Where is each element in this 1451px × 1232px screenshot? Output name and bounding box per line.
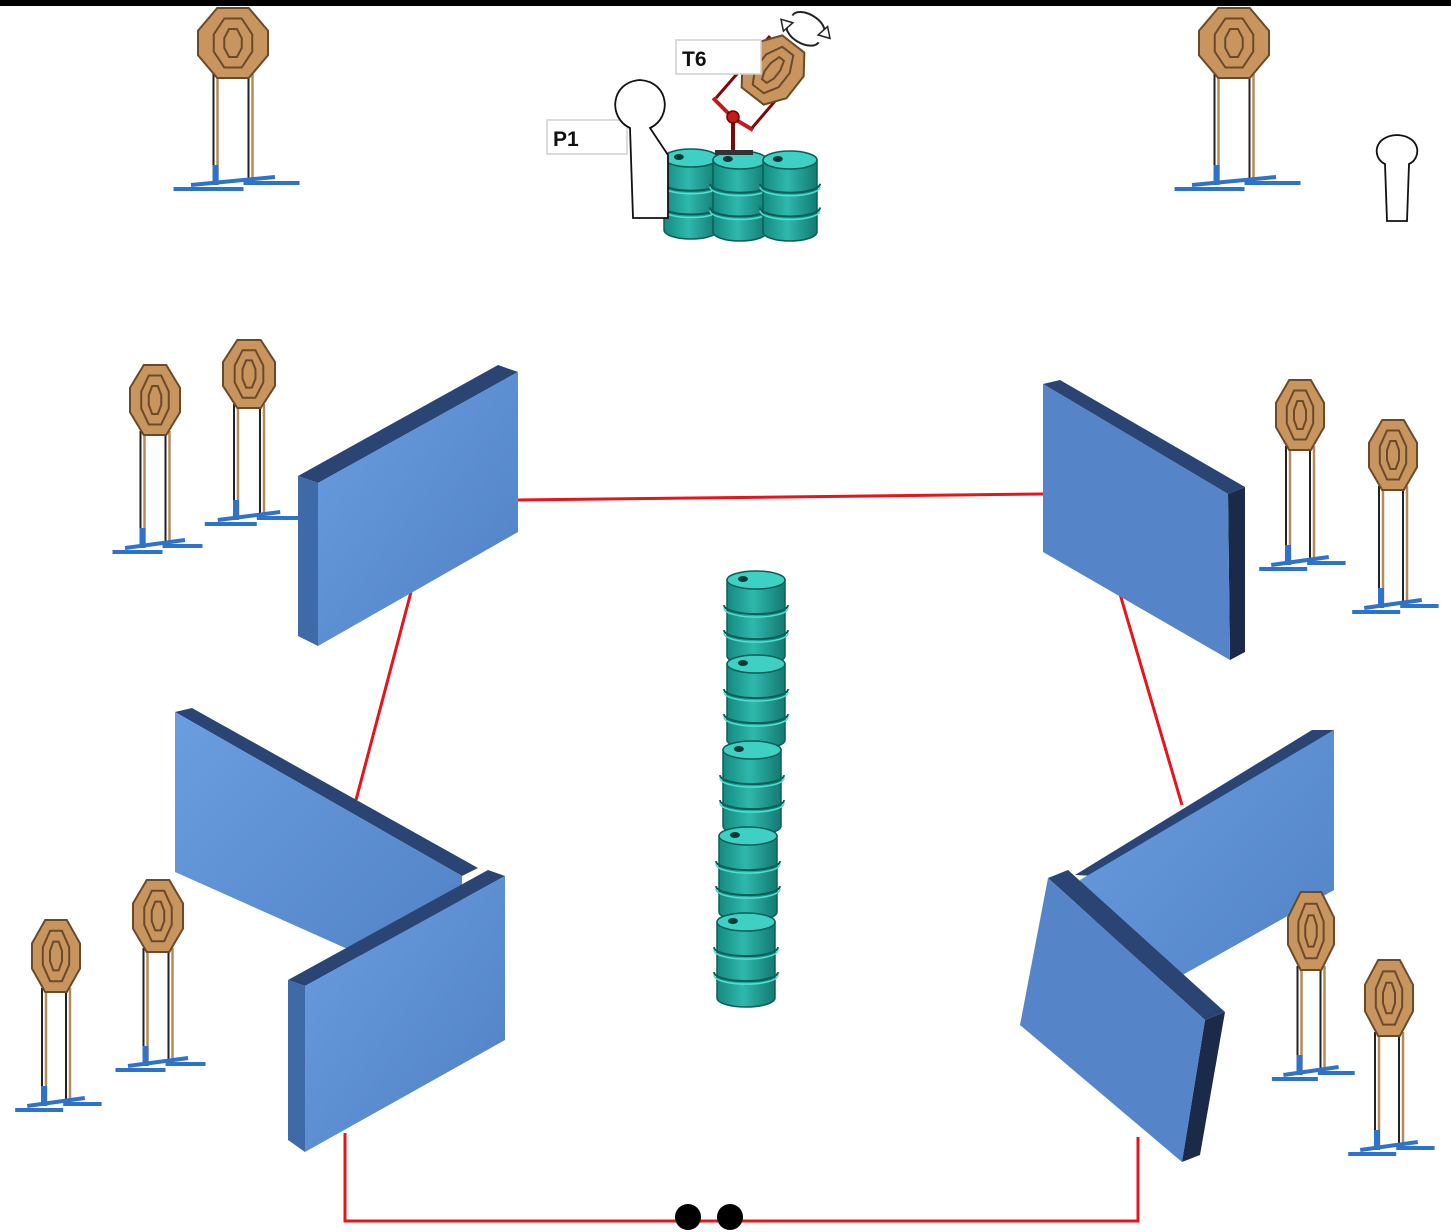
fault-line-left: [354, 591, 413, 801]
target-base: [1359, 1140, 1419, 1152]
fault-line-right: [1118, 593, 1184, 806]
start-dot-left: [675, 1204, 701, 1230]
target-base: [1283, 1065, 1339, 1077]
target-base: [190, 175, 276, 187]
barrel-column: [713, 570, 789, 1008]
barrel-center-4: [715, 826, 781, 922]
target-base: [217, 510, 281, 522]
wall-upper-right: [1043, 380, 1245, 660]
target-base: [1363, 598, 1423, 610]
barrel-center-2: [723, 654, 789, 750]
no-shoot-right: [1375, 134, 1419, 222]
target-plate: [132, 879, 184, 953]
barrel-top-3: [759, 150, 821, 242]
target-base: [1191, 175, 1277, 187]
barrel-center-1: [723, 570, 789, 666]
steel-targets: [15, 7, 1439, 1156]
target-plate: [129, 364, 181, 436]
steel-target-3: [204, 339, 299, 526]
steel-target-7: [115, 879, 206, 1072]
walls: [175, 365, 1334, 1162]
target-plate: [1287, 891, 1335, 971]
steel-target-9: [1271, 891, 1355, 1081]
steel-target-6: [1352, 419, 1439, 614]
steel-target-5: [1259, 379, 1346, 571]
fault-line-upper: [516, 492, 1044, 502]
target-base: [124, 538, 186, 550]
target-base: [26, 1096, 86, 1108]
steel-target-2: [1174, 7, 1301, 191]
label-p1: P1: [553, 128, 579, 151]
label-p1-box: P1: [546, 119, 628, 155]
target-plate: [1364, 959, 1414, 1037]
barrel-center-5: [713, 912, 779, 1008]
target-plate: [222, 339, 276, 409]
steel-target-10: [1348, 959, 1435, 1156]
start-dot-right: [717, 1204, 743, 1230]
barrel-top-1: [660, 148, 722, 240]
target-plate: [197, 7, 269, 79]
start-position: [675, 1204, 743, 1230]
barrel-cluster-top: [660, 148, 821, 242]
steel-target-8: [15, 919, 102, 1112]
label-t6-box: T6: [675, 39, 762, 75]
swinger-target-t6: [711, 11, 832, 155]
steel-target-4: [112, 364, 203, 554]
target-plate: [31, 919, 81, 993]
no-shoot-p1: [614, 79, 669, 219]
target-plate: [1198, 7, 1270, 79]
target-base: [1270, 555, 1330, 567]
label-t6: T6: [682, 48, 707, 71]
rotate-arrow-icon: [779, 11, 832, 47]
target-base: [127, 1056, 189, 1068]
wall-lower-right-front: [1020, 870, 1225, 1162]
target-plate: [1368, 419, 1418, 491]
wall-lower-left-front: [288, 870, 505, 1152]
swinger-pivot: [726, 110, 740, 124]
barrel-center-3: [719, 740, 785, 836]
barrel-top-2: [709, 150, 771, 242]
top-border: [0, 0, 1451, 6]
target-plate: [1275, 379, 1325, 451]
wall-upper-left: [298, 365, 518, 646]
steel-target-1: [173, 7, 300, 191]
fault-line-bottom: [343, 1133, 1140, 1223]
